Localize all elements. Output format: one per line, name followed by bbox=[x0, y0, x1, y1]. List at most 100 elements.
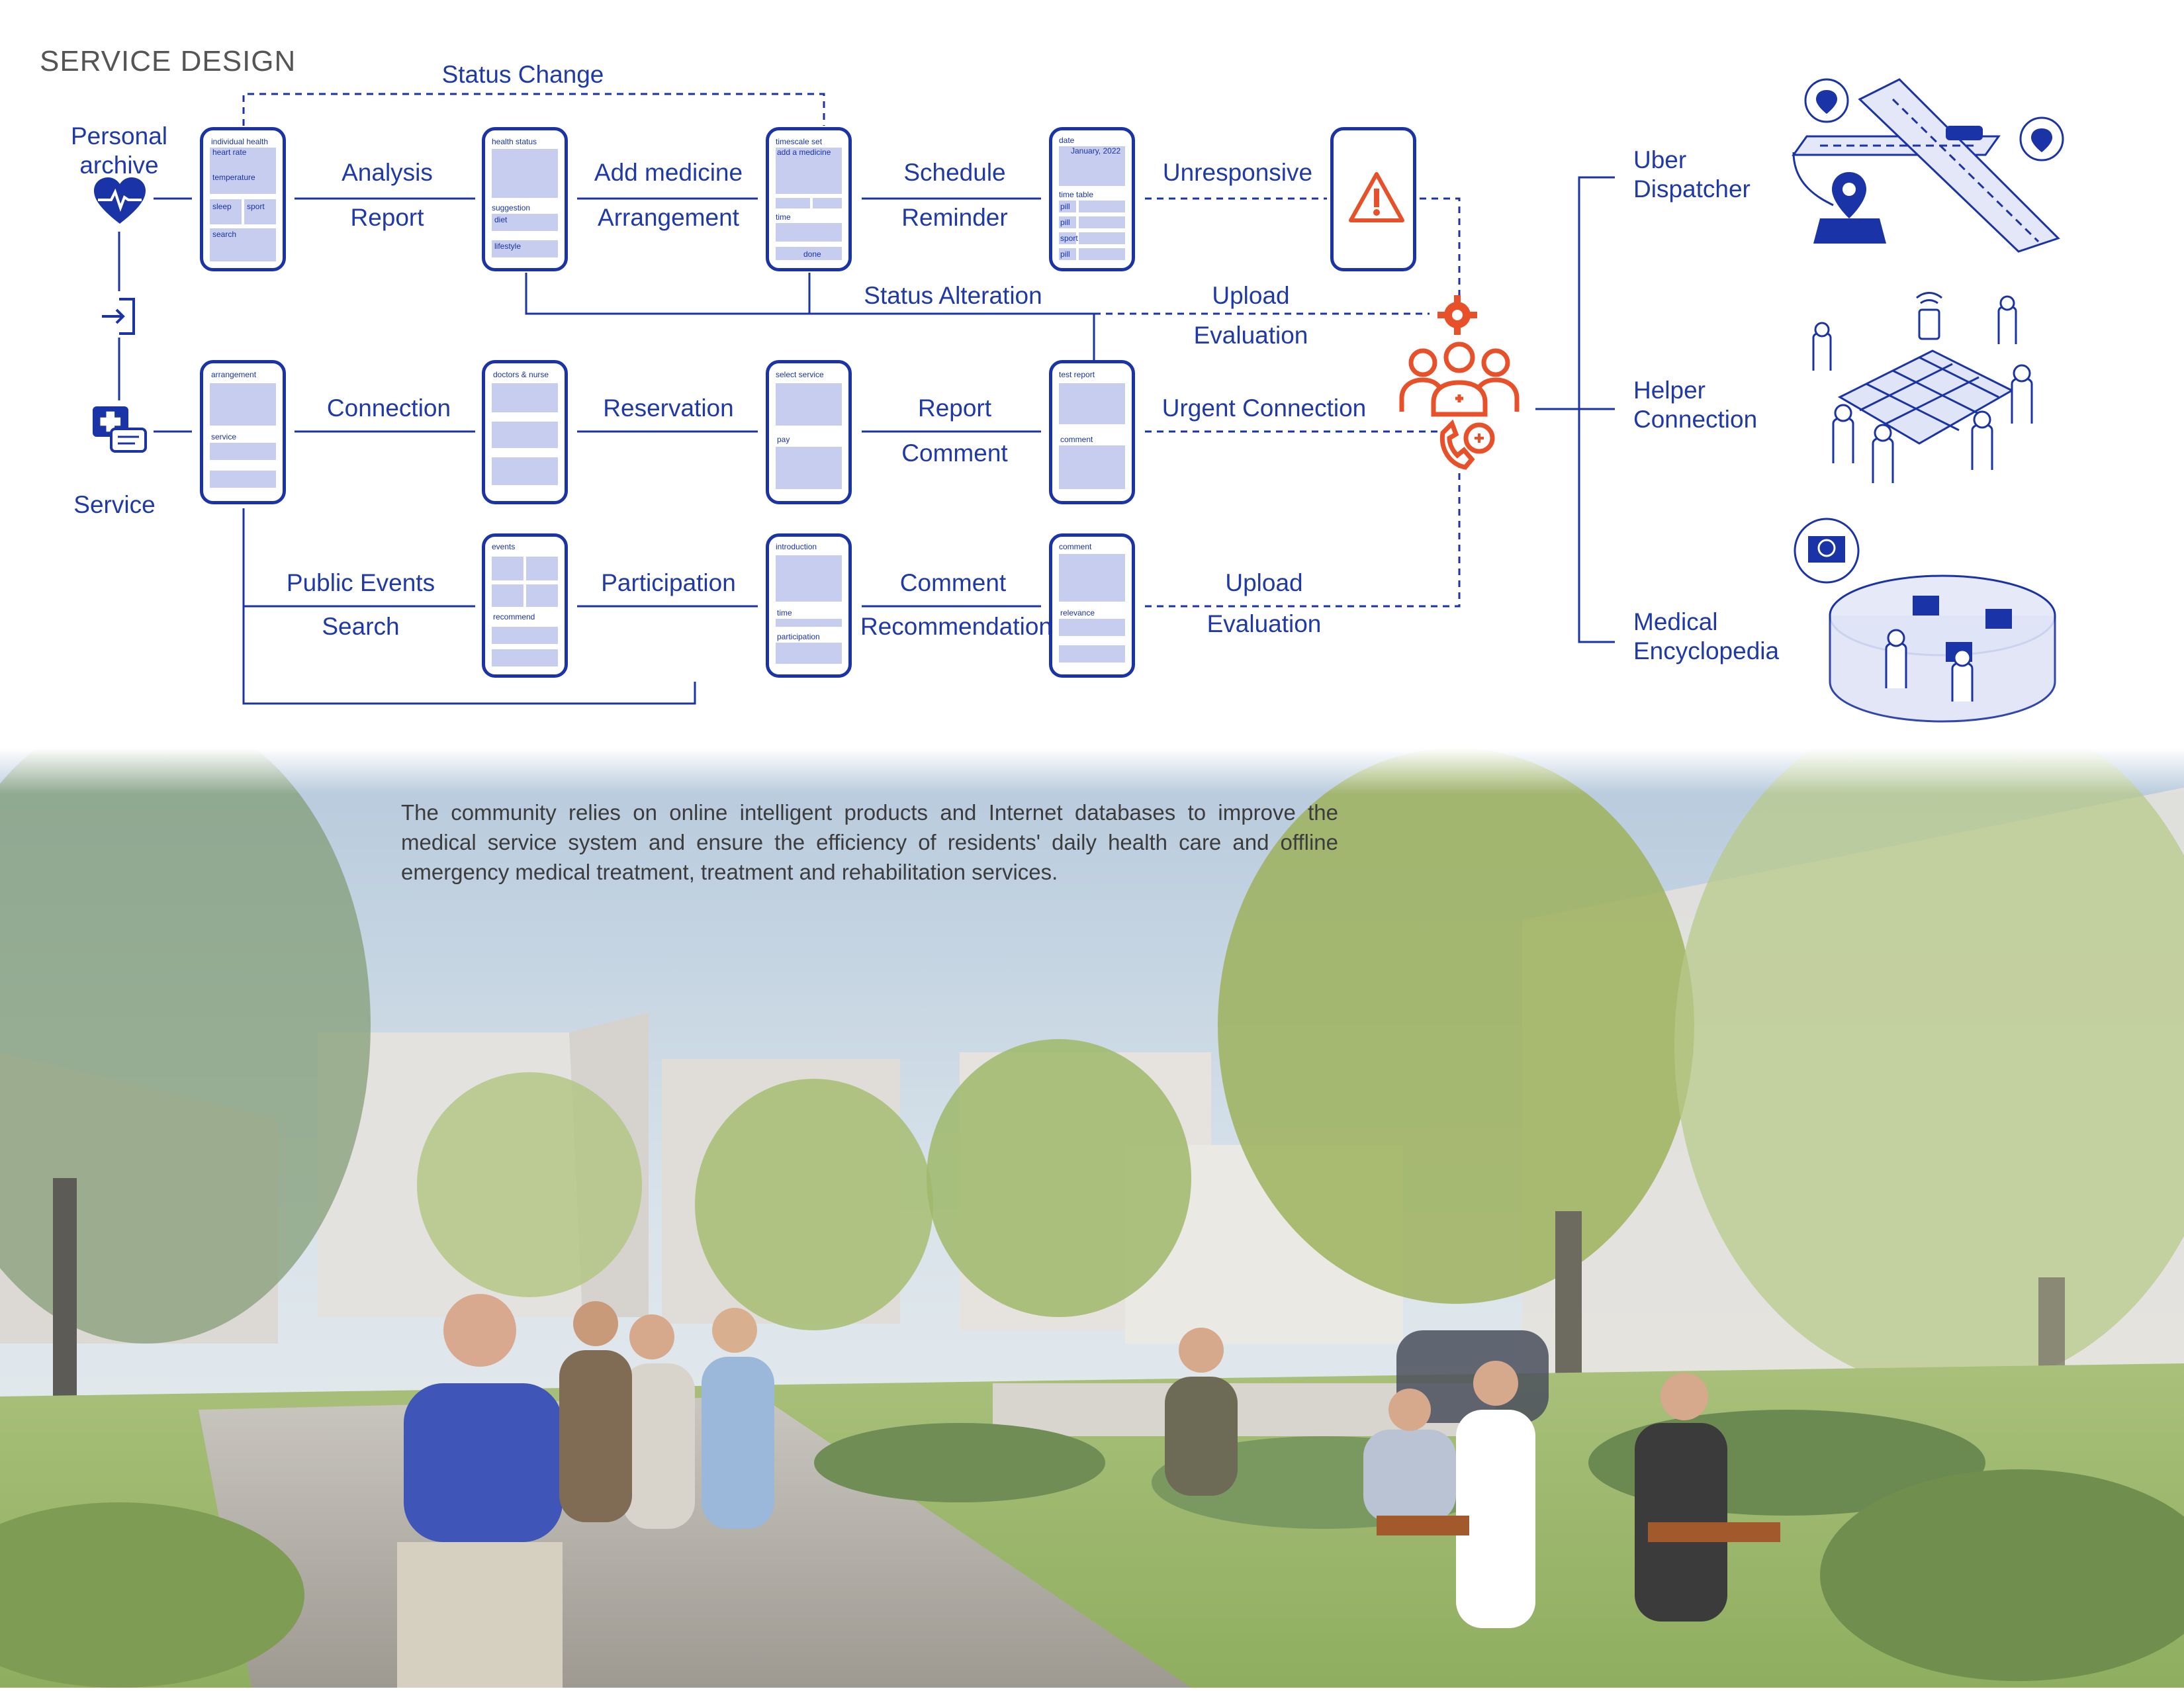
phone-text: health status bbox=[492, 137, 537, 146]
upload-label: Upload bbox=[1178, 282, 1324, 310]
placeholder-block bbox=[492, 457, 558, 485]
comment-label-2: Comment bbox=[860, 569, 1046, 597]
placeholder-block bbox=[492, 422, 558, 448]
phone-text: pay bbox=[777, 435, 790, 444]
phone-events[interactable]: events recommend bbox=[482, 533, 568, 678]
upload-label-2: Upload bbox=[1191, 569, 1337, 597]
phone-text: sport bbox=[247, 202, 265, 211]
report-label: Report bbox=[311, 204, 463, 232]
placeholder-block bbox=[776, 383, 842, 426]
map-route-illustration bbox=[1780, 73, 2071, 258]
comment-label: Comment bbox=[867, 439, 1042, 467]
phone-text: service bbox=[211, 432, 236, 441]
phone-text: add a medicine bbox=[777, 148, 831, 157]
phone-alert[interactable] bbox=[1330, 127, 1416, 271]
placeholder-bar bbox=[1059, 645, 1125, 663]
search-label: Search bbox=[278, 613, 443, 641]
placeholder-block bbox=[776, 555, 842, 602]
phone-text: introduction bbox=[776, 542, 817, 551]
status-change-label: Status Change bbox=[424, 61, 622, 89]
phone-text: recommend bbox=[493, 612, 535, 621]
placeholder-bar bbox=[210, 471, 276, 488]
placeholder-bar bbox=[492, 649, 558, 666]
phone-text: diet bbox=[494, 215, 507, 224]
placeholder-block bbox=[210, 383, 276, 426]
phone-text: heart rate bbox=[212, 148, 246, 157]
placeholder-block bbox=[813, 198, 842, 208]
phone-introduction[interactable]: introduction time participation bbox=[766, 533, 852, 678]
placeholder-block bbox=[1079, 248, 1125, 260]
heart-rate-icon bbox=[93, 177, 147, 225]
phone-text: sport bbox=[1060, 234, 1078, 243]
phone-test-report[interactable]: test report comment bbox=[1049, 360, 1135, 504]
park-scene-illustration bbox=[0, 748, 2184, 1688]
uber-dispatcher-label: Uber Dispatcher bbox=[1633, 146, 1792, 204]
schedule-label: Schedule bbox=[867, 159, 1042, 187]
phone-doctors-nurse[interactable]: doctors & nurse bbox=[482, 360, 568, 504]
phone-text: timescale set bbox=[776, 137, 822, 146]
phone-text: arrangement bbox=[211, 370, 256, 379]
medical-chat-icon bbox=[91, 405, 147, 461]
placeholder-block bbox=[1079, 216, 1125, 228]
phone-timescale-set[interactable]: timescale set add a medicine time done bbox=[766, 127, 852, 271]
placeholder-block bbox=[526, 584, 558, 607]
phone-text: search bbox=[212, 230, 236, 239]
placeholder-bar bbox=[1059, 619, 1125, 636]
service-label: Service bbox=[66, 491, 163, 519]
phone-text: comment bbox=[1059, 542, 1091, 551]
phone-text: date bbox=[1059, 136, 1074, 145]
placeholder-block bbox=[1079, 232, 1125, 244]
phone-select-service[interactable]: select service pay bbox=[766, 360, 852, 504]
phone-text: done bbox=[803, 250, 821, 259]
phone-date-timetable[interactable]: date January, 2022 time table pill pill … bbox=[1049, 127, 1135, 271]
login-icon bbox=[99, 297, 139, 336]
phone-text: time bbox=[776, 212, 791, 222]
placeholder-block bbox=[776, 643, 842, 664]
phone-text: participation bbox=[777, 632, 820, 641]
placeholder-bar bbox=[492, 627, 558, 644]
phone-text: doctors & nurse bbox=[493, 370, 549, 379]
connection-label: Connection bbox=[298, 394, 480, 422]
placeholder-block bbox=[492, 383, 558, 412]
phone-text: January, 2022 bbox=[1071, 146, 1120, 156]
reminder-label: Reminder bbox=[867, 204, 1042, 232]
scene-fade bbox=[0, 748, 2184, 794]
helper-network-illustration bbox=[1800, 291, 2065, 503]
placeholder-block bbox=[526, 557, 558, 580]
placeholder-block bbox=[1059, 383, 1125, 424]
phone-text: lifestyle bbox=[494, 242, 521, 251]
participation-label: Participation bbox=[582, 569, 754, 597]
phone-comment[interactable]: comment relevance bbox=[1049, 533, 1135, 678]
park-scene-graphic bbox=[0, 748, 2184, 1688]
personal-archive-label: Personal archive bbox=[60, 122, 179, 180]
medical-encyclopedia-illustration bbox=[1787, 516, 2065, 728]
public-events-label: Public Events bbox=[278, 569, 443, 597]
helper-connection-label: Helper Connection bbox=[1633, 376, 1792, 434]
phone-text: pill bbox=[1060, 218, 1070, 227]
phone-text: pill bbox=[1060, 202, 1070, 211]
placeholder-block bbox=[492, 584, 523, 607]
phone-text: time bbox=[777, 608, 792, 617]
placeholder-block bbox=[1059, 445, 1125, 489]
report-label-2: Report bbox=[867, 394, 1042, 422]
placeholder-block bbox=[776, 619, 842, 627]
analysis-label: Analysis bbox=[311, 159, 463, 187]
arrangement-label: Arrangement bbox=[586, 204, 751, 232]
warning-icon bbox=[1348, 171, 1405, 223]
phone-text: temperature bbox=[212, 173, 255, 182]
phone-text: select service bbox=[776, 370, 824, 379]
phone-individual-health[interactable]: individual health heart rate temperature… bbox=[200, 127, 286, 271]
phone-text: individual health bbox=[211, 137, 268, 146]
phone-text: sleep bbox=[212, 202, 232, 211]
phone-text: time table bbox=[1059, 190, 1093, 199]
phone-text: comment bbox=[1060, 435, 1093, 444]
evaluation-label: Evaluation bbox=[1178, 322, 1324, 349]
phone-arrangement[interactable]: arrangement service bbox=[200, 360, 286, 504]
recommendation-label: Recommendation bbox=[860, 613, 1046, 641]
phone-health-status[interactable]: health status suggestion diet lifestyle bbox=[482, 127, 568, 271]
unresponsive-label: Unresponsive bbox=[1152, 159, 1324, 187]
placeholder-block bbox=[1059, 554, 1125, 602]
status-alteration-label: Status Alteration bbox=[860, 282, 1046, 310]
phone-text: relevance bbox=[1060, 608, 1095, 617]
add-medicine-label: Add medicine bbox=[586, 159, 751, 187]
